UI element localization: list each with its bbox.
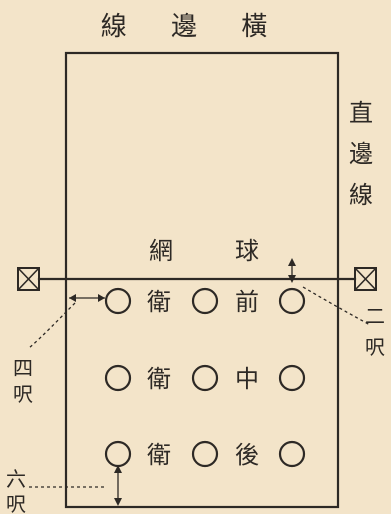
net-label-left: 網 bbox=[149, 237, 173, 265]
top-heading: 線 邊 橫 bbox=[101, 12, 286, 42]
middle-label: 中 bbox=[235, 365, 259, 393]
right-net-post bbox=[354, 267, 377, 291]
right-note-2: 呎 bbox=[365, 335, 385, 359]
guard-label-r3: 衛 bbox=[147, 441, 171, 469]
player-grid: 衛 前 衛 中 衛 後 bbox=[104, 287, 306, 469]
back-label: 後 bbox=[235, 441, 259, 469]
net-label-right: 球 bbox=[235, 237, 259, 265]
front-label: 前 bbox=[235, 288, 259, 316]
player-circle-r1c1 bbox=[104, 287, 132, 315]
player-circle-r1c3 bbox=[278, 287, 306, 315]
right-note-1: 二 bbox=[365, 304, 385, 328]
left-top-measurement bbox=[28, 294, 105, 349]
player-circle-r2c2 bbox=[191, 364, 219, 392]
right-label-3: 線 bbox=[349, 181, 373, 209]
left-top-note-2: 呎 bbox=[13, 382, 33, 406]
left-net-post bbox=[17, 267, 40, 291]
left-bottom-note-1: 六 bbox=[6, 467, 26, 491]
right-label-1: 直 bbox=[349, 99, 373, 127]
right-measurement bbox=[288, 258, 371, 326]
guard-label-r2: 衛 bbox=[147, 365, 171, 393]
player-circle-r3c3 bbox=[278, 440, 306, 468]
player-circle-r3c2 bbox=[191, 440, 219, 468]
left-top-note-1: 四 bbox=[13, 356, 33, 380]
player-circle-r2c3 bbox=[278, 364, 306, 392]
player-circle-r1c2 bbox=[191, 287, 219, 315]
right-label-2: 邊 bbox=[349, 140, 373, 168]
bottom-left-measurement bbox=[29, 465, 122, 506]
player-circle-r2c1 bbox=[104, 364, 132, 392]
left-bottom-note-2: 呎 bbox=[6, 492, 26, 514]
guard-label-r1: 衛 bbox=[147, 288, 171, 316]
